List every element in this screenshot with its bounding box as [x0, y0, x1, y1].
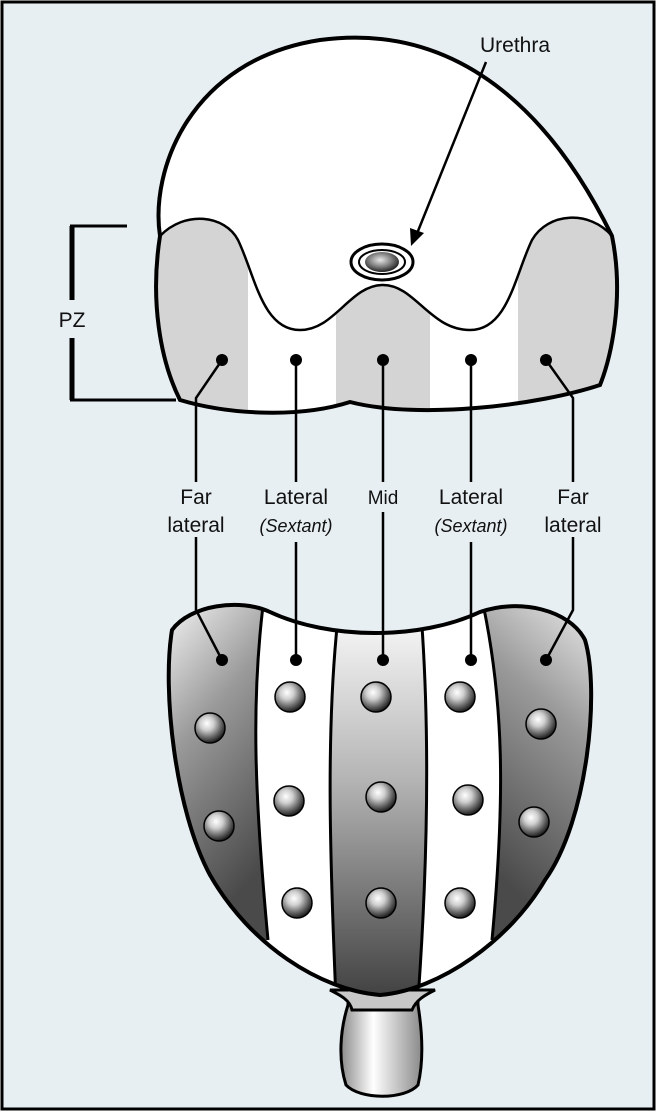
biopsy-core: [274, 786, 304, 816]
top-marker-far-lateral-right: [540, 354, 552, 366]
biopsy-core: [282, 888, 312, 918]
far-lateral-left-label-line2: lateral: [167, 514, 224, 537]
biopsy-core: [366, 888, 396, 918]
far-lateral-right-label-line2: lateral: [544, 514, 601, 537]
top-marker-far-lateral-left: [216, 354, 228, 366]
bottom-marker-far-lateral-left: [216, 654, 228, 666]
bottom-marker-lateral-right: [465, 654, 477, 666]
top-marker-lateral-right: [465, 354, 477, 366]
lateral-right-label-line2: (Sextant): [434, 516, 507, 536]
far-lateral-right-label-line1: Far: [557, 486, 589, 509]
bottom-marker-far-lateral-right: [540, 654, 552, 666]
biopsy-core: [453, 785, 483, 815]
far-lateral-left-label-line1: Far: [180, 486, 212, 509]
lateral-left-label-line2: (Sextant): [259, 516, 332, 536]
biopsy-core: [195, 713, 225, 743]
biopsy-core: [204, 811, 234, 841]
urethra-icon: [365, 252, 399, 272]
top-marker-lateral-left: [290, 354, 302, 366]
biopsy-core: [445, 682, 475, 712]
urethra-label: Urethra: [480, 34, 550, 57]
biopsy-core: [445, 888, 475, 918]
lateral-right-label-line1: Lateral: [439, 486, 503, 509]
lateral-left-label-line1: Lateral: [264, 486, 328, 509]
biopsy-core: [526, 709, 556, 739]
mid-label: Mid: [368, 488, 399, 509]
biopsy-core: [275, 682, 305, 712]
bottom-marker-mid: [377, 654, 389, 666]
pz-label: PZ: [59, 309, 86, 332]
bottom-marker-lateral-left: [290, 654, 302, 666]
biopsy-core: [366, 782, 396, 812]
top-marker-mid: [377, 354, 389, 366]
biopsy-core: [519, 807, 549, 837]
biopsy-core: [361, 682, 391, 712]
